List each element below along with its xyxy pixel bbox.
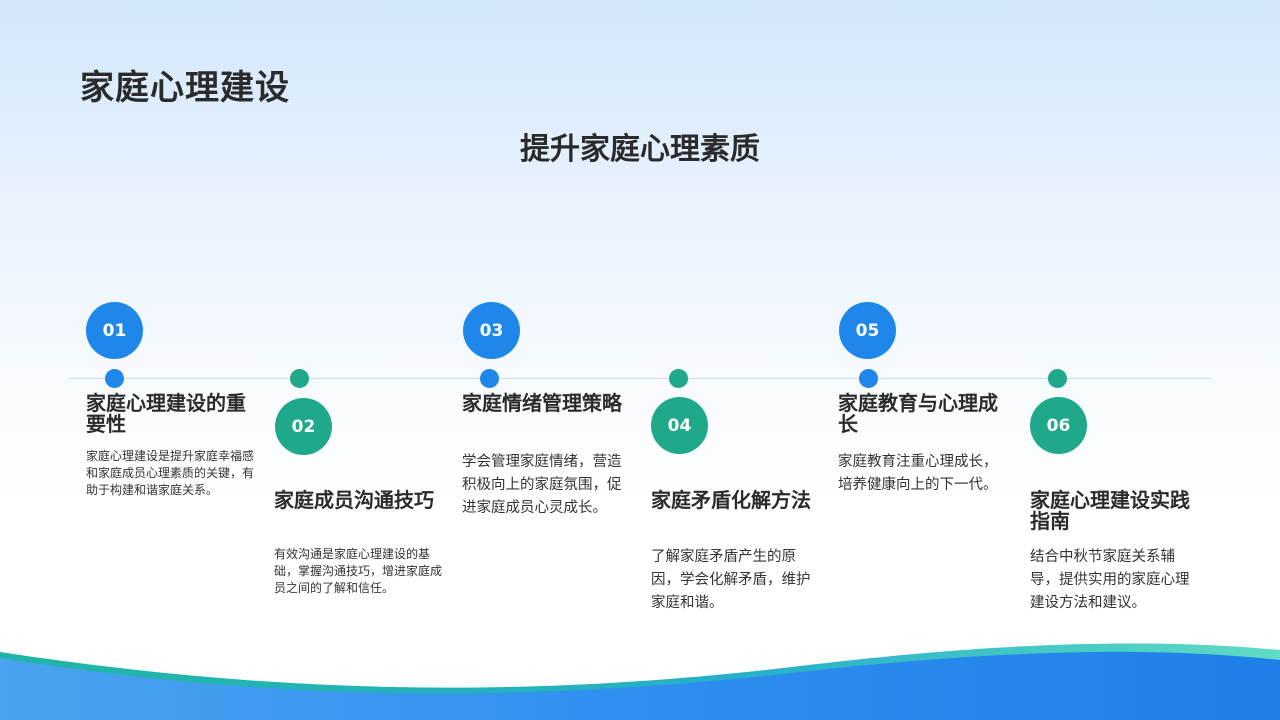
- step-desc-05: 家庭教育注重心理成长，培养健康向上的下一代。: [838, 454, 998, 493]
- step-title-01: 家庭心理建设的重要性: [86, 391, 246, 436]
- page-title: 家庭心理建设: [80, 68, 290, 108]
- timeline-dot-06: [1048, 369, 1067, 388]
- step-title-04: 家庭矛盾化解方法: [651, 488, 811, 512]
- timeline-dot-02: [290, 369, 309, 388]
- timeline-line: [70, 378, 1210, 379]
- step-title-05: 家庭教育与心理成长: [838, 391, 998, 436]
- timeline-dot-05: [859, 369, 878, 388]
- step-desc-04: 了解家庭矛盾产生的原因，学会化解矛盾，维护家庭和谐。: [651, 549, 811, 611]
- timeline-dot-03: [480, 369, 499, 388]
- step-number-badge-02: 02: [275, 398, 332, 455]
- page-subtitle: 提升家庭心理素质: [520, 132, 760, 167]
- step-desc-03: 学会管理家庭情绪，营造积极向上的家庭氛围，促进家庭成员心灵成长。: [462, 454, 622, 516]
- step-desc-06: 结合中秋节家庭关系辅导，提供实用的家庭心理建设方法和建议。: [1030, 549, 1190, 611]
- timeline-dot-04: [669, 369, 688, 388]
- timeline-dot-01: [105, 369, 124, 388]
- step-number-badge-06: 06: [1030, 397, 1087, 454]
- step-number-badge-04: 04: [651, 397, 708, 454]
- decorative-wave: [0, 643, 1280, 720]
- step-desc-02: 有效沟通是家庭心理建设的基础，掌握沟通技巧，增进家庭成员之间的了解和信任。: [274, 547, 443, 595]
- step-number-badge-01: 01: [86, 302, 143, 359]
- step-title-03: 家庭情绪管理策略: [462, 391, 622, 415]
- step-number-badge-03: 03: [463, 302, 520, 359]
- step-title-06: 家庭心理建设实践指南: [1030, 488, 1190, 533]
- step-number-badge-05: 05: [839, 302, 896, 359]
- step-title-02: 家庭成员沟通技巧: [274, 488, 434, 512]
- step-desc-01: 家庭心理建设是提升家庭幸福感和家庭成员心理素质的关键，有助于构建和谐家庭关系。: [86, 449, 255, 497]
